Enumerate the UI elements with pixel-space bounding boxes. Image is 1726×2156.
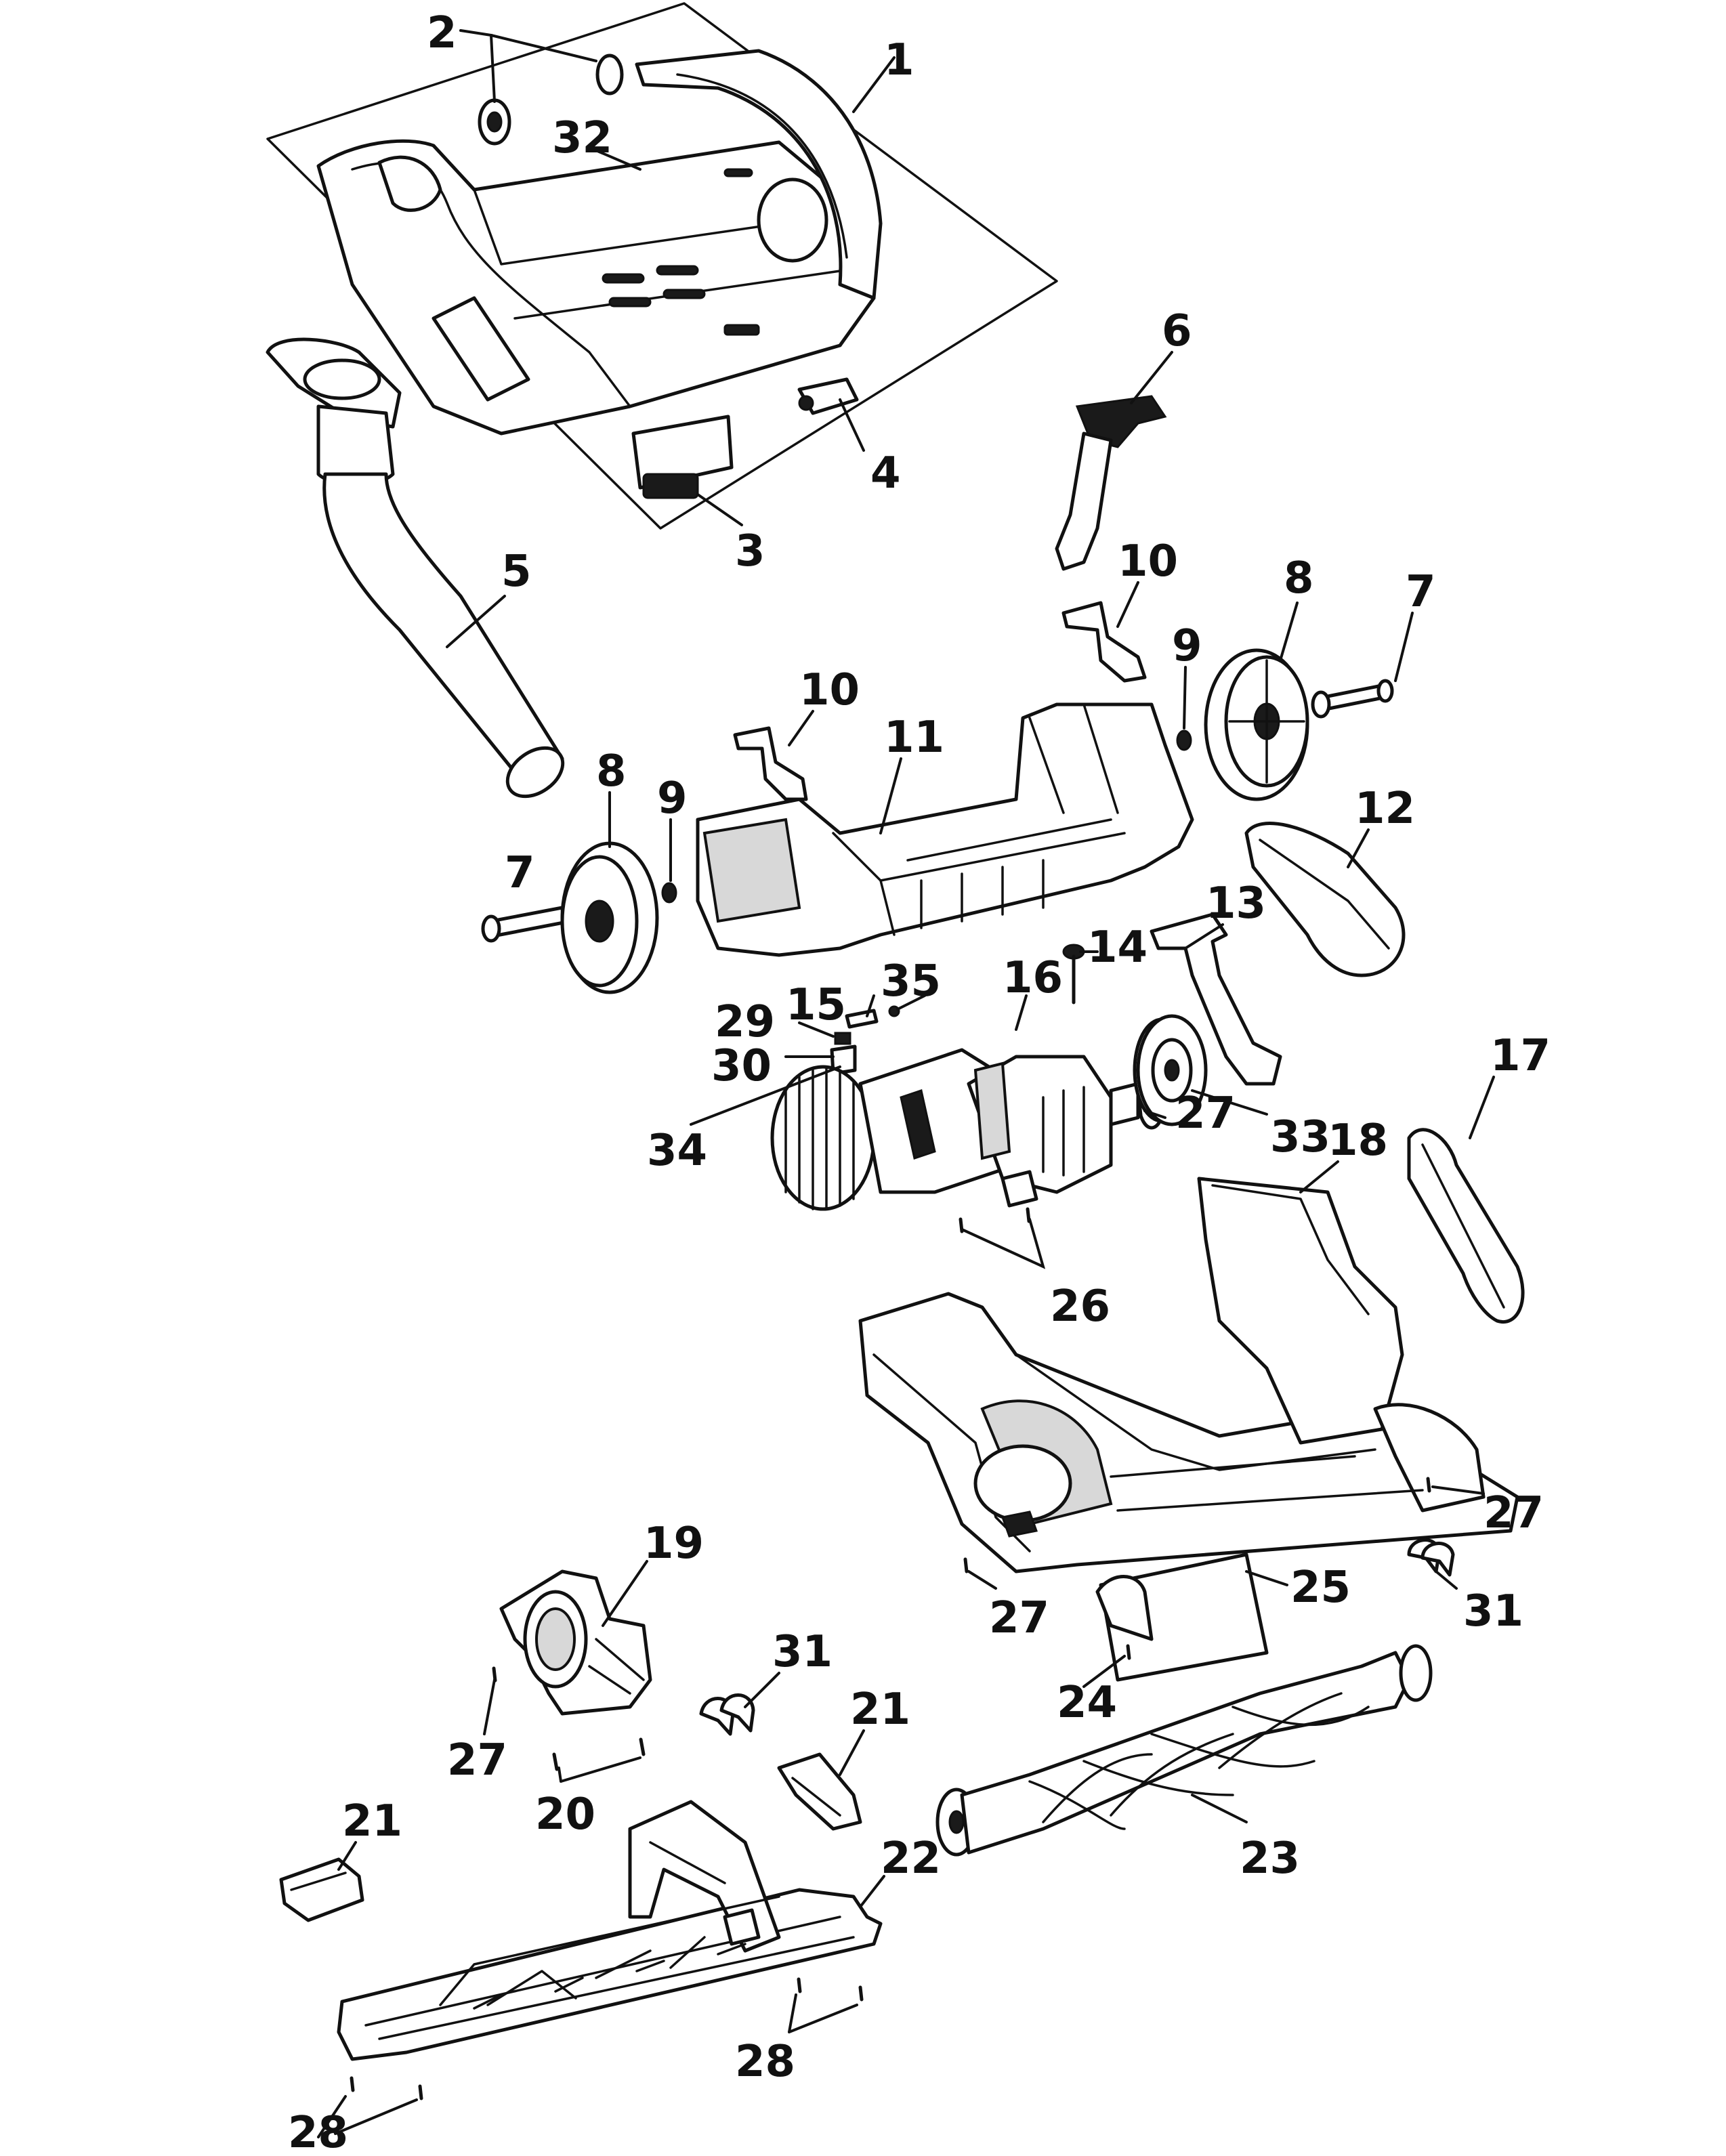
part-26-screws — [959, 1207, 1031, 1233]
part-11-chassis — [696, 702, 1194, 957]
callout-10-left: 10 — [799, 665, 860, 715]
part-3-latch-block — [631, 415, 734, 499]
part-15-clip — [845, 1009, 879, 1029]
callout-4: 4 — [870, 448, 901, 499]
part-13-lever — [1150, 912, 1282, 1086]
part-9-washer-right — [1176, 730, 1192, 751]
callout-12: 12 — [1355, 784, 1415, 834]
callout-29: 29 — [715, 997, 775, 1047]
callout-14: 14 — [1087, 923, 1148, 973]
callout-2: 2 — [427, 8, 457, 58]
callout-7-left: 7 — [505, 848, 535, 898]
part-4-switch — [797, 377, 859, 415]
callout-22: 22 — [881, 1834, 941, 1884]
part-12-belt-cover — [1244, 822, 1406, 977]
part-8-wheel-right — [1204, 648, 1309, 801]
part-7-axle-right — [1311, 679, 1394, 719]
callout-11: 11 — [884, 713, 944, 763]
callout-6: 6 — [1162, 306, 1192, 356]
part-29-nut — [834, 1032, 851, 1045]
part-19-duct — [499, 1569, 652, 1716]
callout-5: 5 — [501, 547, 532, 597]
callout-13: 13 — [1206, 879, 1266, 929]
part-18-base — [858, 1177, 1519, 1573]
part-10-bracket-left — [733, 726, 808, 801]
callout-20: 20 — [535, 1790, 595, 1840]
part-27-screws — [492, 1101, 1431, 1683]
callout-17: 17 — [1490, 1031, 1551, 1081]
callout-28-left: 28 — [288, 2108, 348, 2156]
callout-26: 26 — [1050, 1282, 1110, 1332]
part-10-bracket-upper — [1061, 601, 1147, 683]
callout-31-left: 31 — [772, 1627, 833, 1677]
callout-27-base: 27 — [1483, 1488, 1544, 1538]
part-2-clips — [478, 54, 624, 146]
leader-lines — [317, 29, 1495, 2138]
part-5-hose — [266, 337, 565, 799]
callout-15: 15 — [786, 980, 846, 1030]
part-24-screw — [1126, 1644, 1131, 1660]
part-31-clip-right — [1407, 1538, 1455, 1577]
part-31-clip-left — [699, 1693, 755, 1736]
callout-16: 16 — [1003, 953, 1063, 1003]
callout-23: 23 — [1240, 1834, 1300, 1884]
callout-21-left: 21 — [342, 1796, 402, 1846]
callout-7-right: 7 — [1406, 567, 1436, 617]
part-7-axle-left — [481, 906, 566, 943]
callout-3: 3 — [735, 526, 765, 576]
part-21-side-clip-right — [777, 1752, 862, 1831]
callout-8-right: 8 — [1284, 553, 1314, 604]
callout-30: 30 — [711, 1041, 772, 1091]
part-22-base-plate — [337, 1800, 883, 2061]
callout-33: 33 — [1270, 1112, 1330, 1162]
callout-32: 32 — [552, 113, 612, 163]
part-33-pulley — [1133, 1014, 1208, 1126]
callout-27-duct: 27 — [447, 1735, 507, 1785]
part-23-brushroll — [935, 1644, 1433, 1857]
part-6-pedal — [1055, 395, 1167, 571]
callout-8-left: 8 — [596, 746, 627, 797]
callout-34: 34 — [647, 1126, 707, 1176]
callout-18: 18 — [1328, 1116, 1388, 1166]
callout-27-motor: 27 — [1175, 1088, 1236, 1139]
callout-21-right: 21 — [850, 1685, 910, 1735]
part-28-screws — [350, 1977, 864, 2100]
part-14-screw — [1062, 944, 1085, 1005]
callout-10-upper: 10 — [1118, 536, 1178, 587]
part-17-belt — [1407, 1128, 1525, 1324]
callout-25: 25 — [1290, 1563, 1351, 1613]
callout-24: 24 — [1057, 1678, 1117, 1728]
part-34-motor-assembly — [770, 1048, 1113, 1211]
callout-28-right: 28 — [735, 2037, 795, 2087]
part-1-hood-assembly — [266, 2, 1058, 530]
part-20-fasteners — [552, 1737, 646, 1771]
callout-labels: 1 2 32 4 3 5 6 10 8 7 9 10 11 8 9 12 7 1… — [288, 8, 1551, 2156]
callout-9-right: 9 — [1172, 621, 1202, 671]
part-8-wheel-left — [560, 841, 659, 994]
callout-31-right: 31 — [1463, 1586, 1523, 1636]
callout-35: 35 — [881, 956, 941, 1007]
part-25-cover — [1095, 1552, 1269, 1682]
callout-1: 1 — [884, 35, 914, 85]
callout-19: 19 — [644, 1519, 704, 1569]
callout-9-left: 9 — [657, 774, 688, 824]
callout-27-cover: 27 — [989, 1593, 1049, 1643]
part-21-side-clip-left — [279, 1857, 364, 1922]
part-9-washer-left — [661, 882, 677, 904]
